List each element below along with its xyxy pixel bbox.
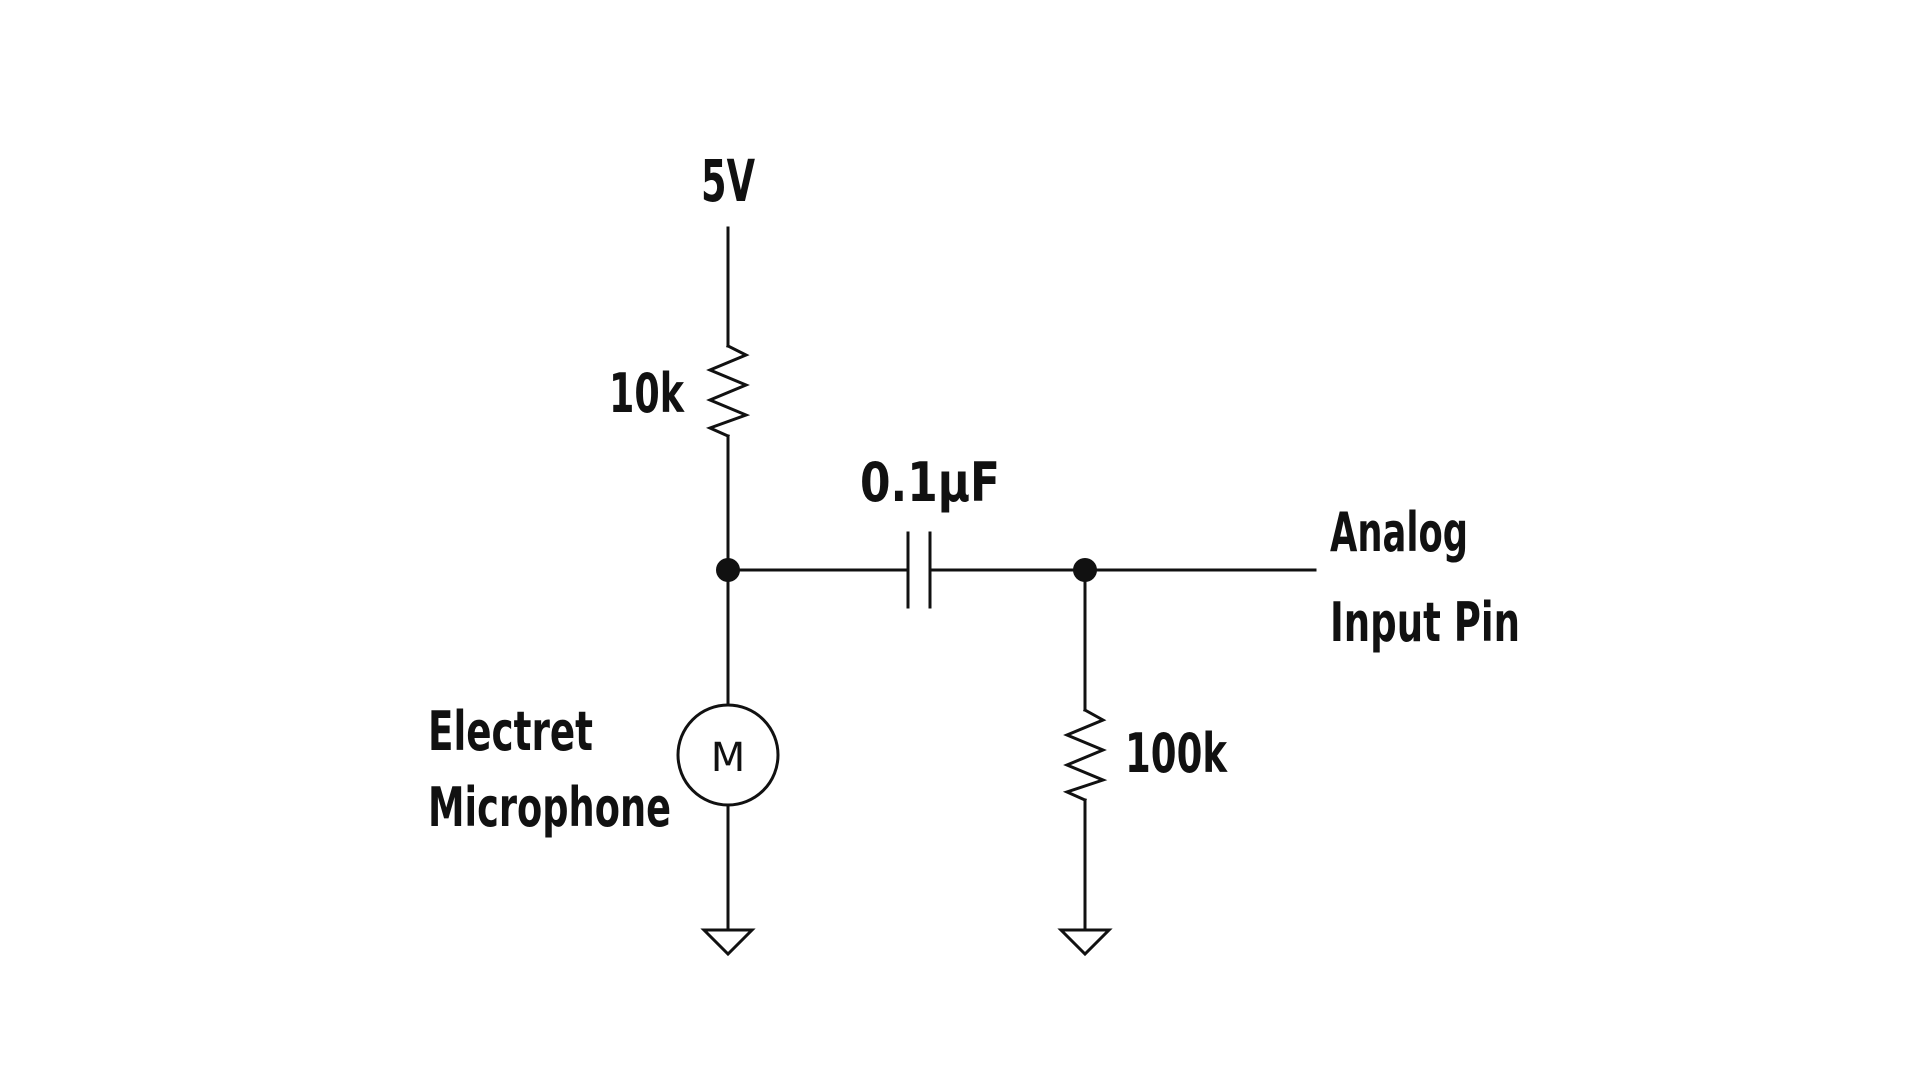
resistor-10k-label: 10k [609, 362, 685, 425]
microphone-letter: M [711, 735, 746, 781]
capacitor-label: 0.1µF [860, 451, 1000, 514]
output-label-line2: Input Pin [1330, 591, 1520, 654]
ground-right-icon [1057, 928, 1113, 957]
resistor-10k-symbol [705, 343, 751, 438]
ground-left-icon [700, 928, 756, 957]
resistor-100k-symbol [1062, 707, 1108, 802]
resistor-100k-label: 100k [1125, 722, 1228, 785]
microphone-label-line2: Microphone [428, 776, 671, 839]
supply-label: 5V [701, 147, 755, 215]
microphone-label-line1: Electret [428, 700, 593, 763]
output-label-line1: Analog [1330, 501, 1468, 564]
